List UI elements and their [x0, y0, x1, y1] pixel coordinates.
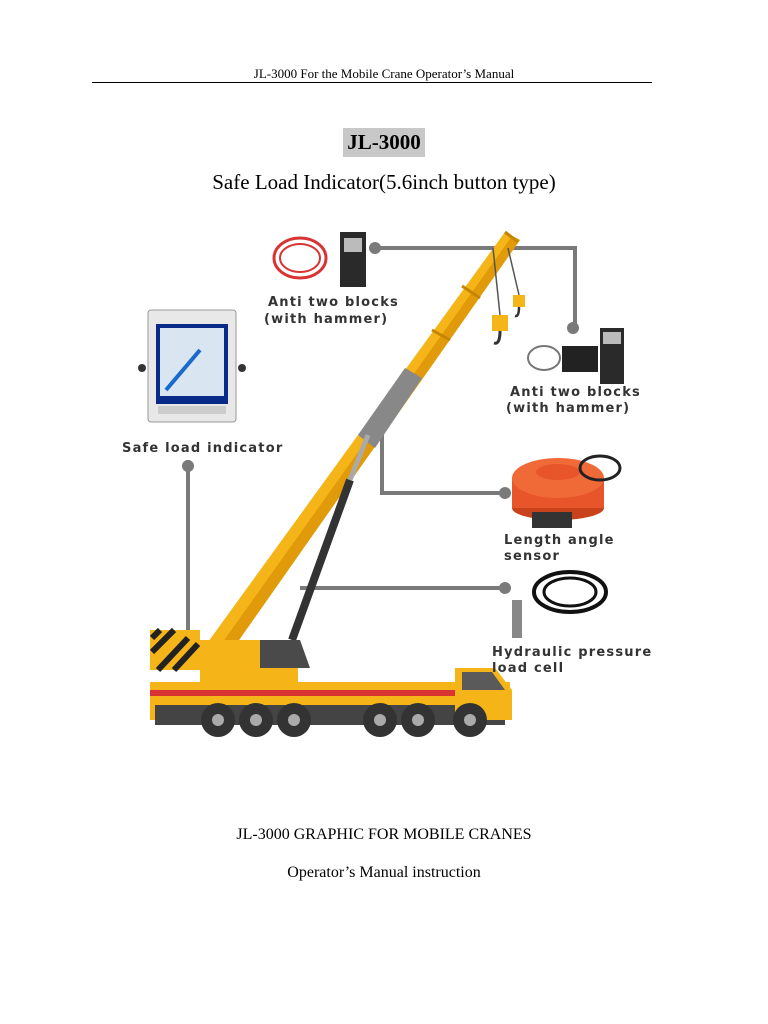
- callout-hydraulic-line1: Hydraulic pressure: [492, 645, 652, 660]
- callout-hydraulic-line2: load cell: [492, 661, 564, 676]
- footer-subtitle: Operator’s Manual instruction: [0, 864, 768, 882]
- callout-anti-two-blocks-right-line2: (with hammer): [506, 401, 630, 416]
- callout-length-angle-line1: Length angle: [504, 533, 615, 548]
- callout-anti-two-blocks-right-line1: Anti two blocks: [510, 385, 641, 400]
- anti-two-block-top-device: [274, 232, 366, 287]
- hydraulic-pressure-device: [512, 572, 606, 638]
- running-header: JL-3000 For the Mobile Crane Operator’s …: [0, 66, 768, 82]
- safe-load-indicator-device: [138, 310, 246, 422]
- anti-two-block-right-device: [528, 328, 624, 384]
- callout-safe-load-indicator: Safe load indicator: [122, 441, 283, 456]
- footer-title: JL-3000 GRAPHIC FOR MOBILE CRANES: [0, 826, 768, 844]
- model-title: JL-3000: [0, 128, 768, 157]
- document-subtitle: Safe Load Indicator(5.6inch button type): [0, 170, 768, 195]
- crane-illustration: Anti two blocks (with hammer) Anti two b…: [100, 220, 670, 760]
- leader-line-length-angle: [382, 425, 505, 493]
- length-angle-sensor-device: [512, 456, 620, 528]
- crane-diagram: Anti two blocks (with hammer) Anti two b…: [100, 220, 670, 760]
- model-title-text: JL-3000: [343, 128, 425, 157]
- callout-length-angle-line2: sensor: [504, 549, 560, 564]
- callout-anti-two-blocks-top-line2: (with hammer): [264, 312, 388, 327]
- header-rule: [92, 82, 652, 83]
- callout-anti-two-blocks-top-line1: Anti two blocks: [268, 295, 399, 310]
